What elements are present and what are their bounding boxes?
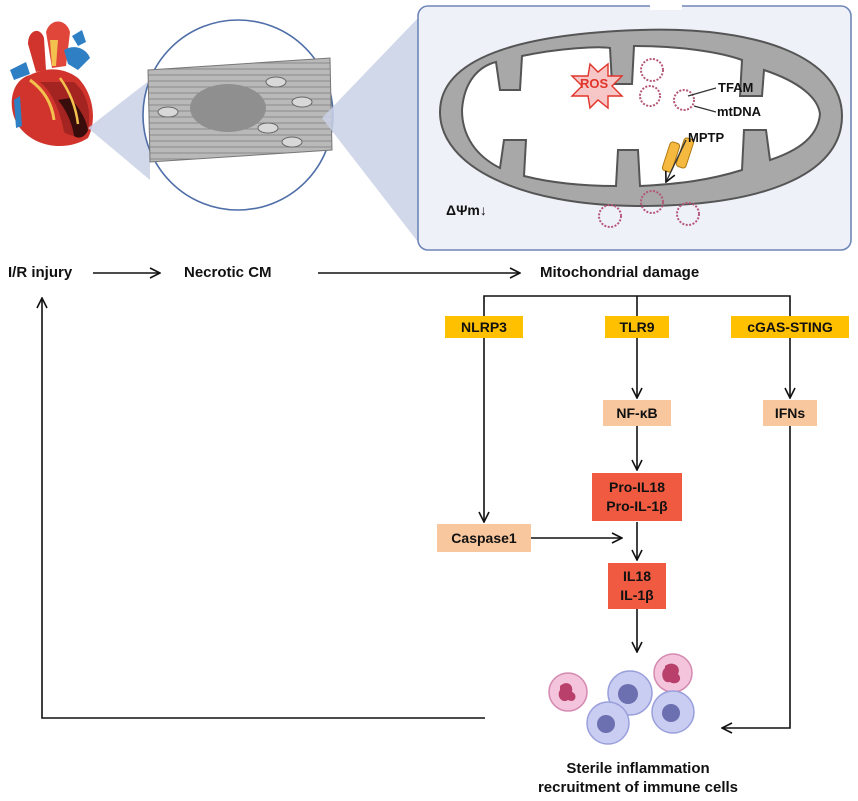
cgas-sting-box: cGAS-STING [731, 316, 849, 338]
ifns-label: IFNs [774, 404, 806, 421]
mtdna-pointer [693, 105, 717, 113]
il18-label: IL18 [622, 568, 651, 584]
mature-cytokines-box: IL18 IL-1β [608, 563, 666, 609]
zoom-cone-left [88, 80, 150, 180]
outcome-line2-label: recruitment of immune cells [537, 779, 739, 796]
membrane-potential-label: ΔΨm↓ [446, 202, 487, 218]
cardiomyocyte-magnifier [142, 19, 334, 211]
mtdna-label: mtDNA [717, 104, 762, 119]
nlrp3-box: NLRP3 [445, 316, 523, 338]
ifns-box: IFNs [763, 400, 817, 426]
tfam-label: TFAM [718, 80, 754, 95]
mptp-label: MPTP [688, 130, 725, 145]
ros-burst-icon [570, 62, 624, 110]
immune-cells-icon [548, 653, 695, 745]
nlrp3-label: NLRP3 [461, 318, 507, 335]
heart-icon [10, 21, 93, 147]
il1b-label: IL-1β [620, 587, 654, 603]
ros-label: ROS [580, 76, 609, 91]
pro-il18-label: Pro-IL18 [608, 479, 665, 495]
mtdna-icon [598, 58, 700, 228]
zoom-cone-right [322, 18, 418, 242]
tfam-pointer [687, 87, 717, 97]
mptp-efflux-arrow [666, 139, 687, 182]
flow-arrows [42, 273, 790, 728]
nf-kb-label: NF-κB [616, 404, 658, 421]
caspase1-box: Caspase1 [437, 524, 531, 552]
mitochondrial-damage-label: Mitochondrial damage [540, 264, 700, 281]
outcome-line1-label: Sterile inflammation [566, 760, 710, 777]
tlr9-box: TLR9 [605, 316, 669, 338]
caspase1-label: Caspase1 [451, 529, 517, 546]
nf-kb-box: NF-κB [603, 400, 671, 426]
mitochondrion-panel [417, 2, 852, 251]
pro-il1b-label: Pro-IL-1β [606, 498, 668, 514]
pro-cytokines-box: Pro-IL18 Pro-IL-1β [592, 473, 682, 521]
cgas-sting-label: cGAS-STING [747, 318, 833, 335]
necrotic-cm-label: Necrotic CM [184, 264, 272, 281]
tlr9-label: TLR9 [619, 318, 655, 335]
ir-injury-label: I/R injury [8, 264, 73, 281]
